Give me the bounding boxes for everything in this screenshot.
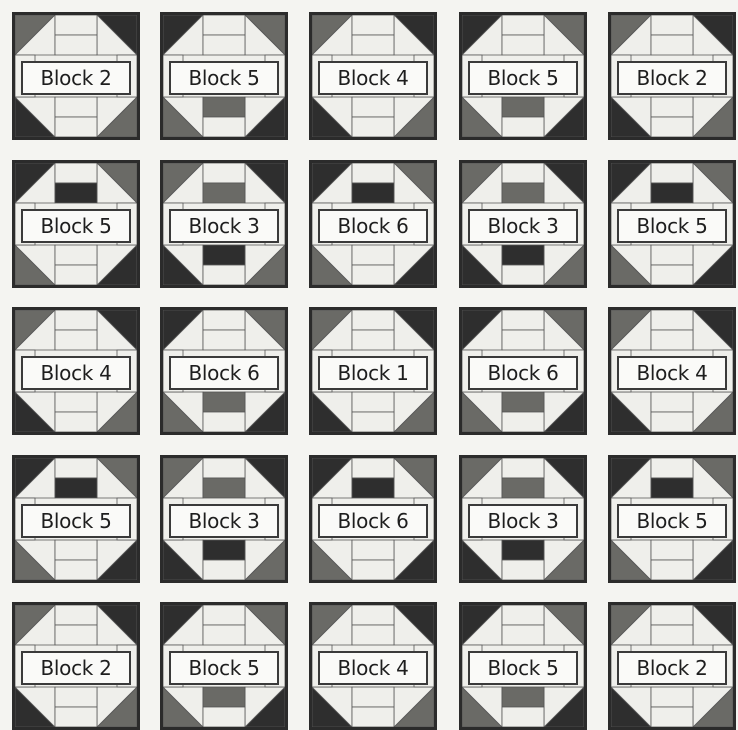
block-label: Block 4 xyxy=(318,61,428,95)
block-label: Block 3 xyxy=(468,209,578,243)
block-label: Block 2 xyxy=(21,651,131,685)
quilt-block: Block 5 xyxy=(12,455,140,583)
block-label: Block 5 xyxy=(468,651,578,685)
block-label: Block 2 xyxy=(21,61,131,95)
block-label: Block 5 xyxy=(21,504,131,538)
quilt-block: Block 3 xyxy=(160,455,288,583)
quilt-block: Block 1 xyxy=(309,307,437,435)
block-label: Block 2 xyxy=(617,61,727,95)
quilt-block: Block 6 xyxy=(309,455,437,583)
block-label: Block 6 xyxy=(318,504,428,538)
block-label: Block 5 xyxy=(468,61,578,95)
quilt-block: Block 5 xyxy=(459,12,587,140)
block-label: Block 4 xyxy=(617,356,727,390)
quilt-block: Block 4 xyxy=(309,602,437,730)
block-label: Block 3 xyxy=(169,209,279,243)
quilt-block: Block 5 xyxy=(160,12,288,140)
quilt-block: Block 6 xyxy=(160,307,288,435)
block-label: Block 3 xyxy=(169,504,279,538)
block-label: Block 5 xyxy=(617,209,727,243)
block-label: Block 5 xyxy=(21,209,131,243)
quilt-block: Block 3 xyxy=(459,455,587,583)
quilt-block: Block 5 xyxy=(459,602,587,730)
block-label: Block 5 xyxy=(169,61,279,95)
block-label: Block 2 xyxy=(617,651,727,685)
quilt-block: Block 4 xyxy=(309,12,437,140)
quilt-block: Block 4 xyxy=(608,307,736,435)
quilt-block: Block 6 xyxy=(309,160,437,288)
block-label: Block 3 xyxy=(468,504,578,538)
block-label: Block 6 xyxy=(169,356,279,390)
quilt-block: Block 4 xyxy=(12,307,140,435)
quilt-block: Block 3 xyxy=(160,160,288,288)
block-label: Block 4 xyxy=(21,356,131,390)
quilt-block: Block 2 xyxy=(608,602,736,730)
block-label: Block 6 xyxy=(468,356,578,390)
block-label: Block 6 xyxy=(318,209,428,243)
quilt-block: Block 5 xyxy=(12,160,140,288)
quilt-block: Block 5 xyxy=(608,455,736,583)
block-label: Block 1 xyxy=(318,356,428,390)
quilt-block: Block 5 xyxy=(160,602,288,730)
block-label: Block 5 xyxy=(169,651,279,685)
quilt-block: Block 3 xyxy=(459,160,587,288)
quilt-block: Block 2 xyxy=(12,602,140,730)
quilt-block: Block 2 xyxy=(608,12,736,140)
quilt-block: Block 2 xyxy=(12,12,140,140)
block-label: Block 4 xyxy=(318,651,428,685)
quilt-block: Block 5 xyxy=(608,160,736,288)
block-label: Block 5 xyxy=(617,504,727,538)
quilt-block: Block 6 xyxy=(459,307,587,435)
